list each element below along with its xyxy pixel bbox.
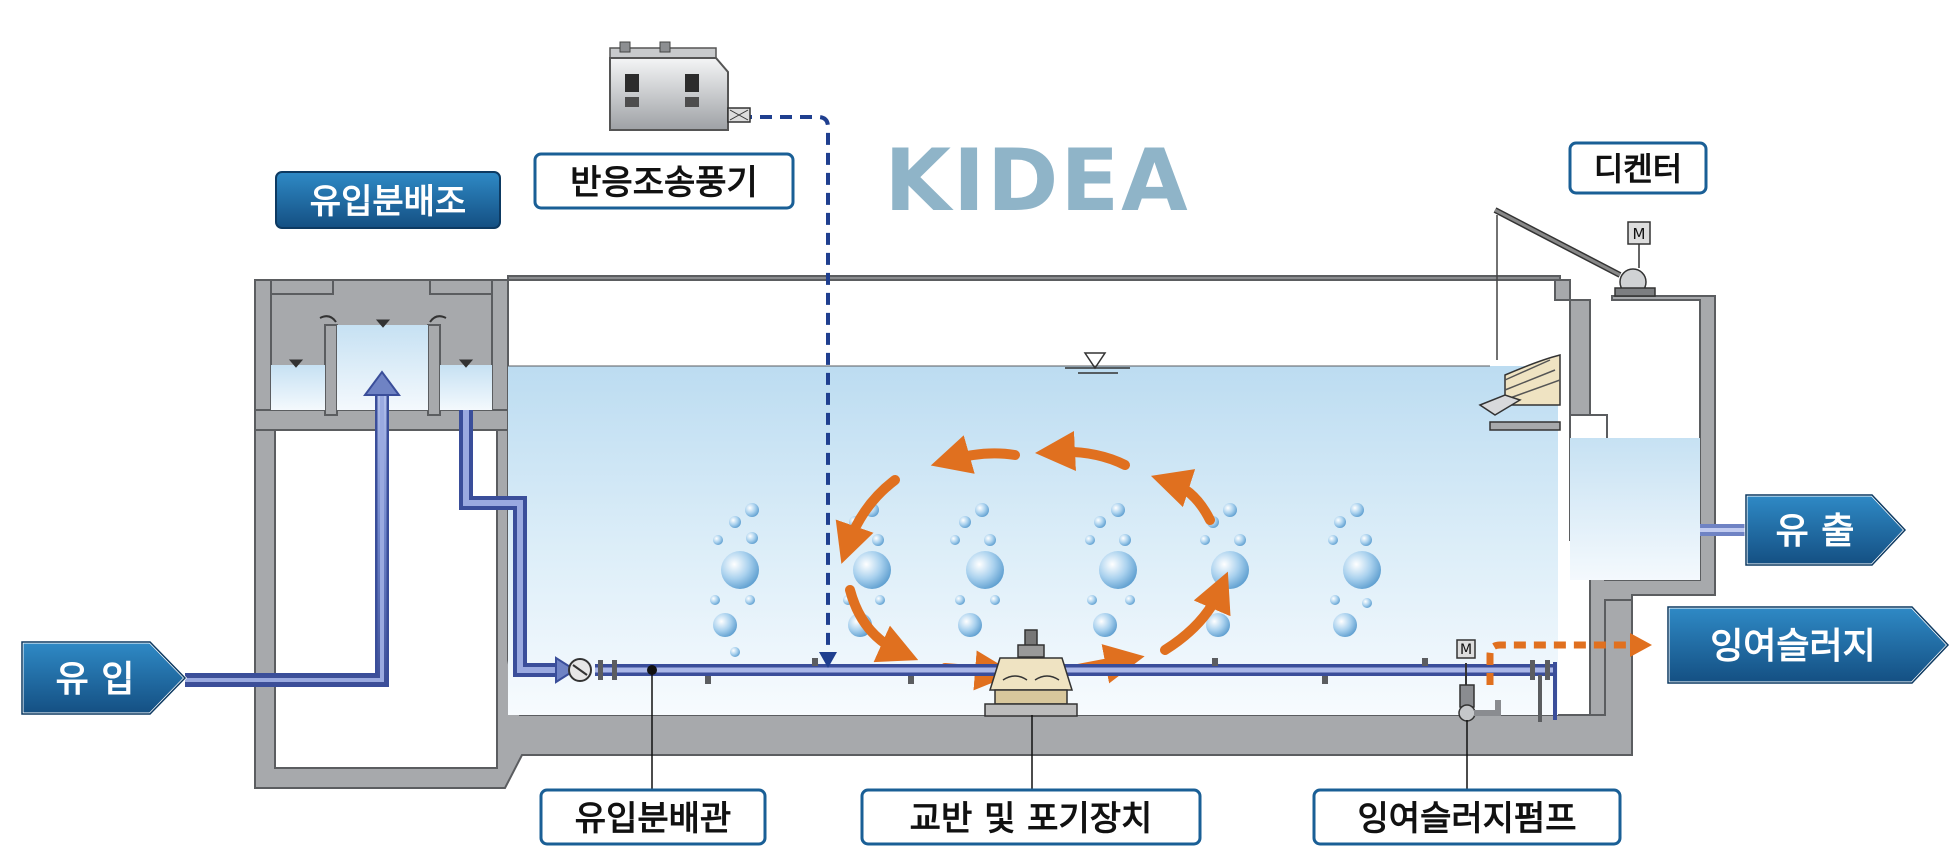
inlet-distribution-tank-badge: 유입분배조 <box>275 171 501 229</box>
water-level-icon <box>288 319 474 368</box>
motor-icon: M <box>1460 642 1472 658</box>
distribution-left-water <box>271 365 325 410</box>
svg-text:반응조송풍기: 반응조송풍기 <box>570 163 758 203</box>
inlet-distribution-pipe-label: 유입분배관 <box>539 788 767 846</box>
circulation-flow-arrows <box>835 431 1231 691</box>
svg-text:잉여슬러지펌프: 잉여슬러지펌프 <box>1358 799 1577 839</box>
brand-logo: KIDEA <box>884 131 1189 231</box>
inflow-badge: 유 입 <box>20 640 188 716</box>
decanter-icon <box>1478 207 1656 431</box>
reaction-blower-label: 반응조송풍기 <box>533 152 795 210</box>
pump-icon <box>1456 639 1501 722</box>
water-level-icon <box>1065 352 1130 374</box>
motor-icon: M <box>1633 225 1646 243</box>
excess-sludge-pump-label: 잉여슬러지펌프 <box>1312 788 1622 846</box>
excess-sludge-badge: 잉여슬러지 <box>1666 605 1951 685</box>
svg-text:유입분배조: 유입분배조 <box>310 182 466 222</box>
svg-text:잉여슬러지: 잉여슬러지 <box>1710 626 1876 667</box>
excess-sludge-line <box>1486 641 1635 685</box>
pipe-fittings <box>568 658 1550 684</box>
leader-lines <box>651 670 1468 790</box>
outflow-badge: 유 출 <box>1744 493 1908 567</box>
mixer-aerator-icon <box>984 629 1078 717</box>
outlet-chamber-water <box>1570 438 1700 580</box>
svg-text:유 출: 유 출 <box>1776 511 1855 552</box>
inlet-distribution-pipe <box>185 370 1557 722</box>
svg-text:유입분배관: 유입분배관 <box>575 799 731 839</box>
air-supply-line <box>740 115 830 660</box>
svg-text:유 입: 유 입 <box>56 659 135 700</box>
mixing-aeration-device-label: 교반 및 포기장치 <box>860 788 1202 846</box>
svg-text:교반 및 포기장치: 교반 및 포기장치 <box>910 799 1153 839</box>
distribution-right-water <box>440 365 492 410</box>
overflow-arrows <box>319 315 447 323</box>
svg-text:디켄터: 디켄터 <box>1594 150 1682 188</box>
decanter-label: 디켄터 <box>1568 141 1708 195</box>
blower-icon <box>609 41 751 131</box>
